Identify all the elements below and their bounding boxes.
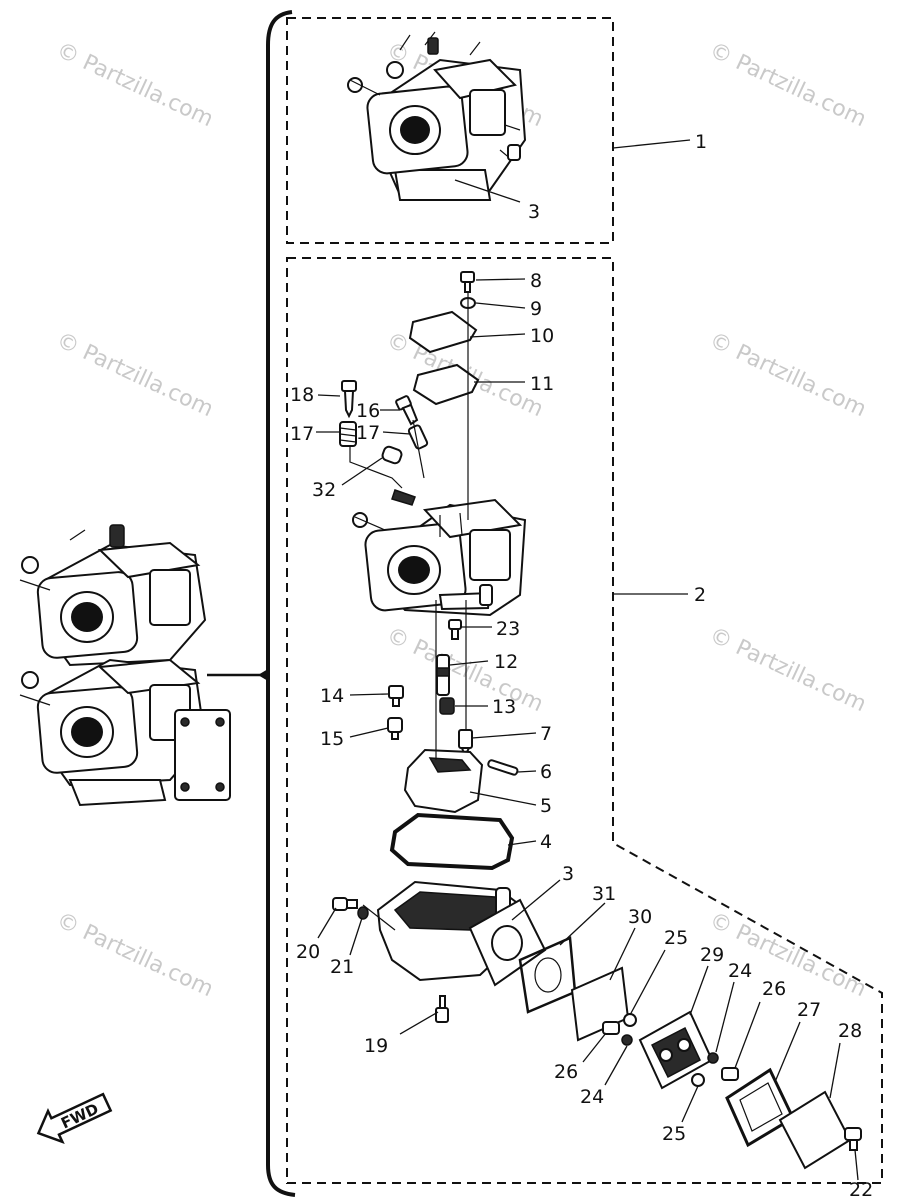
part-31-gasket	[468, 898, 547, 987]
part-26-fitting	[602, 1021, 620, 1035]
part-26-fitting-right	[721, 1067, 739, 1081]
part-17-spring	[339, 421, 357, 447]
part-25-check-valve	[623, 1013, 637, 1027]
part-11-gasket	[412, 363, 480, 406]
label-9: 9	[530, 298, 542, 320]
label-16: 16	[356, 400, 380, 422]
part-25-check-valve-lower	[691, 1073, 705, 1087]
leader-lines	[316, 139, 859, 1181]
label-1: 1	[695, 131, 707, 153]
part-18-pilot-screw	[341, 380, 357, 419]
label-20: 20	[296, 941, 320, 963]
label-19: 19	[364, 1035, 388, 1057]
label-10: 10	[530, 325, 554, 347]
watermark: © Partzilla.com	[705, 328, 869, 422]
part-23-screw	[448, 619, 462, 640]
label-23: 23	[496, 618, 520, 640]
part-21-o-ring	[357, 906, 369, 920]
label-21: 21	[330, 956, 354, 978]
part-24-o-ring-right	[707, 1052, 719, 1064]
label-24-bottom: 24	[580, 1086, 604, 1108]
part-24-o-ring	[621, 1034, 633, 1046]
part-4-gasket	[389, 812, 515, 871]
label-22: 22	[849, 1179, 873, 1200]
label-32: 32	[312, 479, 336, 501]
part-27-gasket	[725, 1067, 795, 1148]
part-20-drain-screw	[332, 897, 358, 911]
part-17-spring-right	[407, 424, 429, 450]
label-3-top: 3	[528, 201, 540, 223]
label-8: 8	[530, 270, 542, 292]
carburetor-assembly-icon	[347, 31, 527, 201]
label-12: 12	[494, 651, 518, 673]
watermark: © Partzilla.com	[705, 908, 869, 1002]
label-4: 4	[540, 831, 552, 853]
watermark: © Partzilla.com	[52, 38, 216, 132]
bracket-arrow	[258, 669, 268, 681]
forward-direction-indicator: FWD	[36, 1092, 113, 1145]
part-6-float-pin	[487, 759, 519, 776]
label-28: 28	[838, 1020, 862, 1042]
label-17-left: 17	[290, 423, 314, 445]
part-14-pilot-jet	[388, 685, 404, 707]
label-6: 6	[540, 761, 552, 783]
fwd-arrow-icon	[36, 1092, 113, 1145]
part-15-plug	[387, 717, 403, 740]
label-7: 7	[540, 723, 552, 745]
label-18: 18	[290, 384, 314, 406]
part-12-main-nozzle	[436, 654, 450, 696]
label-30: 30	[628, 906, 652, 928]
label-2: 2	[694, 584, 706, 606]
carburetor-body-icon	[352, 489, 527, 617]
label-5: 5	[540, 795, 552, 817]
label-24-top: 24	[728, 960, 752, 982]
label-13: 13	[492, 696, 516, 718]
label-31: 31	[592, 883, 616, 905]
part-28-cover	[778, 1090, 852, 1170]
watermark: © Partzilla.com	[705, 623, 869, 717]
label-25-bottom: 25	[662, 1123, 686, 1145]
label-3-bottom: 3	[562, 863, 574, 885]
part-22-screw	[844, 1127, 862, 1151]
label-17-right: 17	[356, 422, 380, 444]
part-19-screw	[435, 995, 449, 1023]
label-29: 29	[700, 944, 724, 966]
part-10-cover	[408, 310, 478, 354]
label-14: 14	[320, 685, 344, 707]
part-8-screw	[460, 271, 475, 293]
assembly-box-2	[286, 257, 883, 1184]
label-25-top: 25	[664, 927, 688, 949]
label-15: 15	[320, 728, 344, 750]
label-26-top: 26	[762, 978, 786, 1000]
watermark: © Partzilla.com	[52, 908, 216, 1002]
watermark: © Partzilla.com	[382, 623, 546, 717]
assembly-box-1	[286, 17, 614, 244]
label-26-bottom: 26	[554, 1061, 578, 1083]
twin-carburetor-assembly-icon	[19, 524, 231, 807]
callout-labels: 1 3 2 8 9 10 11 18 16 17 17 32 23 12 14 …	[290, 131, 873, 1200]
part-29-pump-body	[638, 1010, 714, 1090]
label-27: 27	[797, 999, 821, 1021]
part-32-plunger	[381, 445, 403, 465]
watermark: © Partzilla.com	[52, 328, 216, 422]
part-13-main-jet	[439, 697, 455, 715]
part-5-float	[403, 748, 484, 814]
assembly-bracket	[266, 10, 296, 1197]
label-11: 11	[530, 373, 554, 395]
watermark: © Partzilla.com	[705, 38, 869, 132]
part-16-throttle-screw	[395, 395, 419, 426]
assembly-lines	[349, 292, 469, 931]
